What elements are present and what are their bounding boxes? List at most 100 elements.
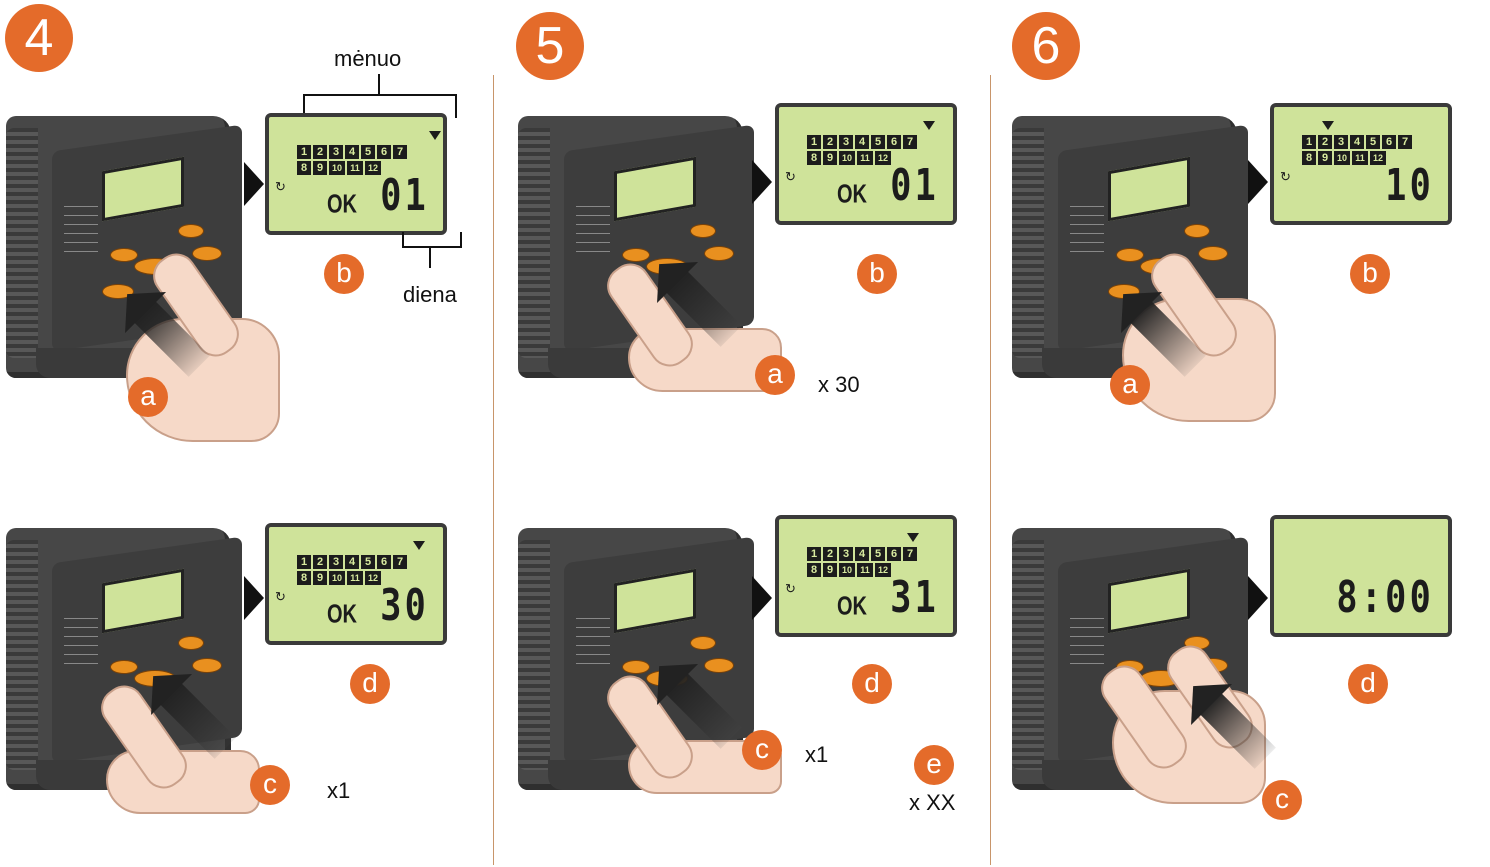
marker-d: d (1348, 664, 1388, 704)
day-cell: 8 (297, 161, 311, 175)
day-cell: 3 (329, 555, 343, 569)
day-cell: 3 (839, 547, 853, 561)
day-cell: 2 (313, 145, 327, 159)
day-cell: 2 (823, 135, 837, 149)
selection-marker (907, 533, 919, 542)
label-menu: mėnuo (334, 46, 401, 72)
day-cell: 7 (903, 547, 917, 561)
lcd-value: 01 (890, 160, 939, 211)
lcd-ok: OK (837, 593, 867, 623)
device-button (704, 658, 734, 673)
timer-device-5c (518, 510, 773, 800)
day-cell: 3 (1334, 135, 1348, 149)
day-cell: 11 (1352, 151, 1368, 165)
day-cell: 7 (393, 145, 407, 159)
device-button (704, 246, 734, 261)
device-button (110, 248, 138, 262)
marker-d: d (350, 664, 390, 704)
pointer-arrow (752, 160, 772, 204)
menu-leader (378, 74, 380, 94)
selection-marker (429, 131, 441, 140)
step-badge-5: 5 (516, 12, 584, 80)
day-cell: 12 (875, 151, 891, 165)
day-cell: 9 (1318, 151, 1332, 165)
lcd-value: 10 (1385, 160, 1434, 211)
timer-device-4a (6, 98, 261, 388)
pointer-arrow (1248, 576, 1268, 620)
marker-c: c (742, 730, 782, 770)
day-cell: 11 (347, 571, 363, 585)
day-cell: 8 (807, 563, 821, 577)
column-divider-2 (990, 75, 991, 865)
day-cell: 4 (1350, 135, 1364, 149)
day-cell: 9 (823, 151, 837, 165)
pointer-arrow (244, 162, 264, 206)
day-cell: 10 (839, 563, 855, 577)
day-cell: 1 (297, 145, 311, 159)
lcd-value: 01 (380, 170, 429, 221)
timer-device-6c (1012, 510, 1267, 800)
day-cell: 11 (857, 563, 873, 577)
lcd-ok: OK (837, 181, 867, 211)
column-divider-1 (493, 75, 494, 865)
day-cell: 10 (329, 571, 345, 585)
day-cell: 6 (887, 547, 901, 561)
step-badge-4: 4 (5, 4, 73, 72)
selection-marker (923, 121, 935, 130)
day-cell: 5 (361, 145, 375, 159)
cycle-symbol: ↻ (275, 179, 286, 195)
step-badge-6: 6 (1012, 12, 1080, 80)
count-xXX: x XX (909, 790, 955, 816)
day-cell: 11 (857, 151, 873, 165)
day-cell: 6 (887, 135, 901, 149)
count-x30: x 30 (818, 372, 860, 398)
day-cell: 11 (347, 161, 363, 175)
day-cell: 6 (377, 145, 391, 159)
day-cell: 2 (1318, 135, 1332, 149)
day-cell: 12 (1370, 151, 1386, 165)
day-cell: 4 (345, 555, 359, 569)
marker-d: d (852, 664, 892, 704)
day-cell: 2 (313, 555, 327, 569)
day-cell: 12 (365, 161, 381, 175)
selection-marker (1322, 121, 1334, 130)
label-day: diena (403, 282, 457, 308)
day-cell: 4 (855, 135, 869, 149)
day-bracket (402, 232, 462, 248)
lcd-ok: OK (327, 191, 357, 221)
day-cell: 7 (903, 135, 917, 149)
day-cell: 8 (807, 151, 821, 165)
marker-e: e (914, 745, 954, 785)
day-cell: 7 (393, 555, 407, 569)
device-button (110, 660, 138, 674)
pointer-arrow (244, 576, 264, 620)
count-x1: x1 (805, 742, 828, 768)
day-cell: 10 (329, 161, 345, 175)
device-button (178, 224, 204, 238)
timer-device-5a (518, 98, 773, 388)
day-cell: 12 (875, 563, 891, 577)
cycle-symbol: ↻ (1280, 169, 1291, 185)
day-cell: 9 (823, 563, 837, 577)
lcd-screen-6b: 1234567 89101112 ↻ 10 (1270, 103, 1452, 225)
lcd-screen-4d: 1234567 89101112 ↻ OK 30 (265, 523, 447, 645)
device-button (192, 658, 222, 673)
day-cell: 5 (871, 135, 885, 149)
day-cell: 4 (855, 547, 869, 561)
pointer-arrow (752, 576, 772, 620)
selection-marker (413, 541, 425, 550)
cycle-symbol: ↻ (275, 589, 286, 605)
day-cell: 10 (839, 151, 855, 165)
day-cell: 10 (1334, 151, 1350, 165)
device-button (1198, 246, 1228, 261)
day-cell: 7 (1398, 135, 1412, 149)
lcd-value: 30 (380, 580, 429, 631)
device-button (178, 636, 204, 650)
marker-c: c (250, 765, 290, 805)
day-cell: 8 (1302, 151, 1316, 165)
device-button (690, 636, 716, 650)
lcd-screen-6d: 8:00 (1270, 515, 1452, 637)
lcd-screen-5d: 1234567 89101112 ↻ OK 31 (775, 515, 957, 637)
timer-device-4c (6, 510, 261, 800)
